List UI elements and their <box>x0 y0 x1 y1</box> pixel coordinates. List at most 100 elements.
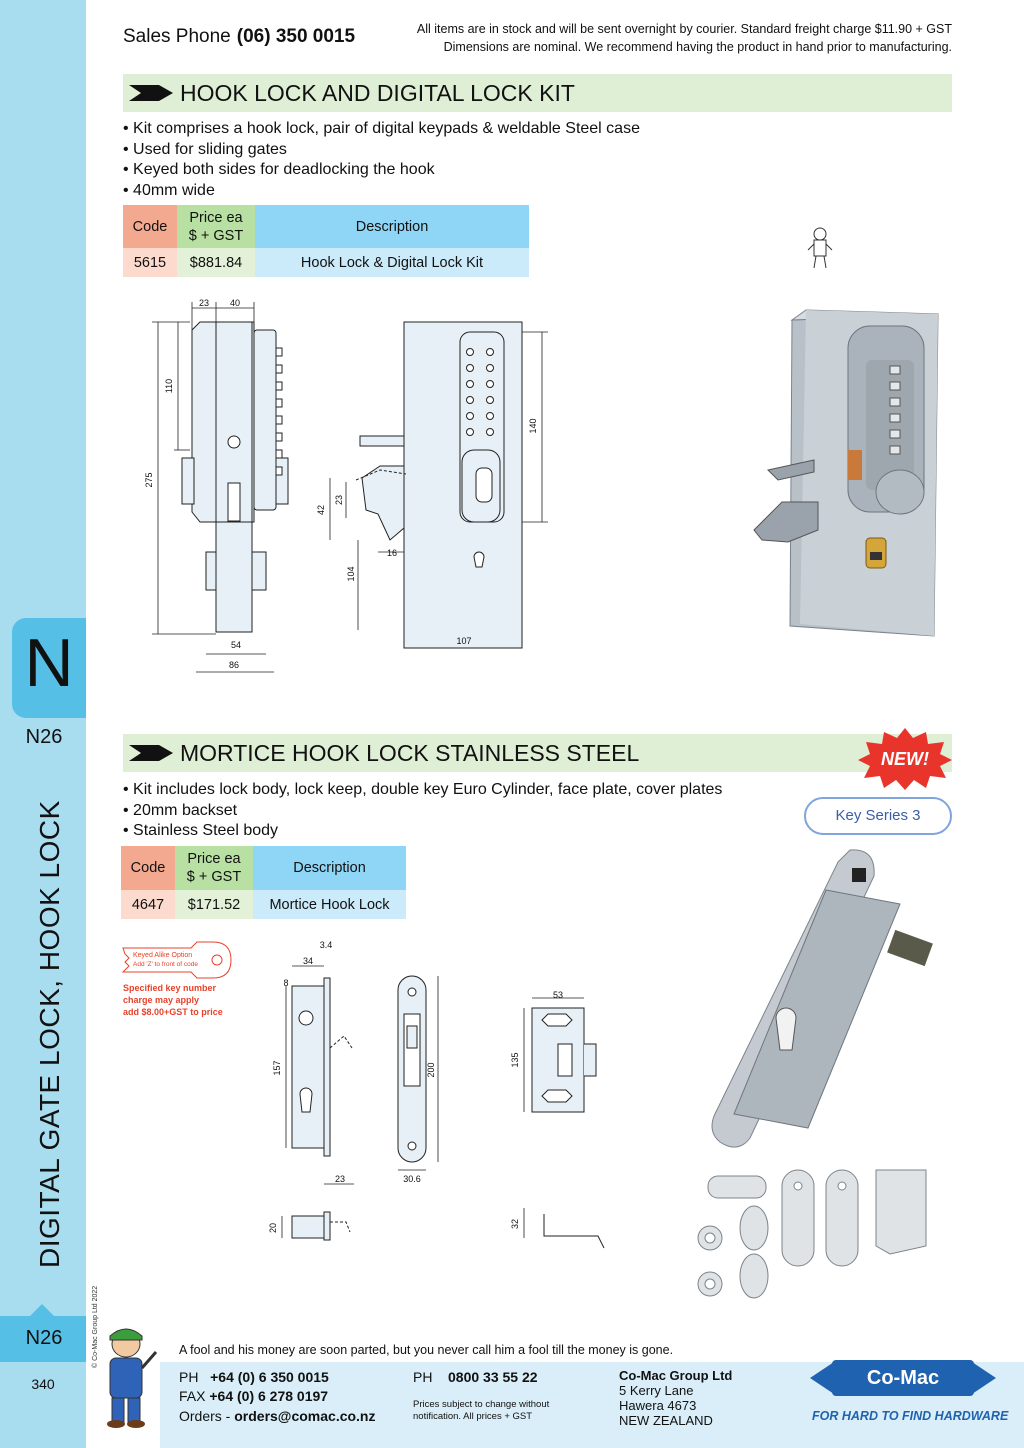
page-code-top: N26 <box>25 726 63 748</box>
svg-text:40: 40 <box>230 298 240 308</box>
header-notice: All items are in stock and will be sent … <box>416 22 952 54</box>
svg-text:275: 275 <box>144 472 154 487</box>
footer-phone: PH +64 (0) 6 350 0015 <box>179 1369 329 1385</box>
keypad-side-button <box>275 449 283 459</box>
keypad-button <box>466 412 474 420</box>
keypad-button <box>486 364 494 372</box>
svg-text:20: 20 <box>268 1223 278 1233</box>
svg-text:86: 86 <box>229 660 239 670</box>
svg-text:8: 8 <box>283 978 288 988</box>
footer-address: Co-Mac Group Ltd 5 Kerry Lane Hawera 467… <box>619 1368 733 1428</box>
svg-text:135: 135 <box>510 1052 520 1067</box>
keyed-number-note: Specified key number charge may apply ad… <box>123 983 223 1017</box>
column-header-code: Code <box>123 205 177 248</box>
column-header-code: Code <box>121 846 175 890</box>
bottom-tab <box>0 1304 86 1362</box>
cell-description: Hook Lock & Digital Lock Kit <box>255 248 529 277</box>
cell-price: $881.84 <box>177 248 255 277</box>
cell-code: 5615 <box>123 248 177 277</box>
cell-code: 4647 <box>121 890 175 919</box>
svg-text:53: 53 <box>553 990 563 1000</box>
sidebar <box>0 0 86 1448</box>
page-code-bottom: N26 <box>25 1327 63 1349</box>
keypad-button <box>466 348 474 356</box>
keypad-button <box>486 412 494 420</box>
comac-logo: Co-Mac <box>810 1360 996 1396</box>
svg-text:54: 54 <box>231 640 241 650</box>
section-letter: N <box>24 625 74 701</box>
price-table: Code Price ea$ + GST Description 5615 $8… <box>123 205 529 277</box>
key-series-badge: Key Series 3 <box>804 797 952 835</box>
mascot-icon <box>107 1328 158 1428</box>
cell-price: $171.52 <box>175 890 253 919</box>
svg-text:16: 16 <box>387 548 397 558</box>
svg-text:NEW!: NEW! <box>881 749 929 769</box>
keypad-button <box>466 364 474 372</box>
footer-orders: Orders - orders@comac.co.nz <box>179 1408 376 1424</box>
section-title: HOOK LOCK AND DIGITAL LOCK KIT <box>180 80 575 106</box>
keypad-button <box>486 428 494 436</box>
keypad-side-button <box>275 381 283 391</box>
section-header-mortice-hook-lock: MORTICE HOOK LOCK STAINLESS STEEL <box>123 734 952 772</box>
column-header-description: Description <box>255 205 529 248</box>
svg-text:42: 42 <box>316 505 326 515</box>
section-tab <box>12 618 86 718</box>
keypad-side-button <box>275 347 283 357</box>
column-header-description: Description <box>253 846 406 890</box>
new-badge: NEW! <box>858 728 952 790</box>
keypad-side-button <box>275 466 283 476</box>
hook-lock-kit-photo <box>753 309 939 637</box>
svg-text:23: 23 <box>335 1174 345 1184</box>
arrow-icon <box>129 745 173 761</box>
section-header-hook-lock-kit: HOOK LOCK AND DIGITAL LOCK KIT <box>123 74 952 112</box>
svg-text:Co-Mac: Co-Mac <box>867 1367 939 1389</box>
list-item: Kit includes lock body, lock keep, doubl… <box>123 780 722 801</box>
keypad-side-button <box>275 415 283 425</box>
keypad-button <box>466 380 474 388</box>
footer-freephone: PH 0800 33 55 22 <box>413 1369 538 1385</box>
table-row: 5615 $881.84 Hook Lock & Digital Lock Ki… <box>123 248 529 277</box>
svg-text:23: 23 <box>199 298 209 308</box>
svg-text:200: 200 <box>426 1062 436 1077</box>
svg-text:Keyed Alike Option: Keyed Alike Option <box>133 952 192 959</box>
keypad-button <box>486 396 494 404</box>
footer-quote: A fool and his money are soon parted, bu… <box>179 1343 674 1357</box>
mortice-lock-technical-drawing: 3.4 34 8 157 23 200 30.6 53 135 20 32 <box>268 940 605 1249</box>
brand-tagline: FOR HARD TO FIND HARDWARE <box>812 1409 1009 1423</box>
svg-text:110: 110 <box>164 379 174 393</box>
mascot-icon <box>807 227 833 269</box>
column-header-price: Price ea$ + GST <box>175 846 253 890</box>
keypad-button <box>486 348 494 356</box>
list-item: Used for sliding gates <box>123 140 640 161</box>
table-row: 4647 $171.52 Mortice Hook Lock <box>121 890 406 919</box>
svg-text:104: 104 <box>346 566 356 581</box>
keypad-button <box>466 428 474 436</box>
feature-list: Kit comprises a hook lock, pair of digit… <box>123 119 640 201</box>
svg-text:140: 140 <box>528 418 538 433</box>
column-header-price: Price ea$ + GST <box>177 205 255 248</box>
feature-list: Kit includes lock body, lock keep, doubl… <box>123 780 722 842</box>
list-item: Stainless Steel body <box>123 821 722 842</box>
keypad-button <box>486 380 494 388</box>
section-vertical-title: DIGITAL GATE LOCK, HOOK LOCK <box>34 800 65 1268</box>
svg-text:107: 107 <box>456 636 471 646</box>
section-title: MORTICE HOOK LOCK STAINLESS STEEL <box>180 740 640 766</box>
svg-text:23: 23 <box>334 495 344 505</box>
svg-text:30.6: 30.6 <box>403 1174 421 1184</box>
svg-text:32: 32 <box>510 1219 520 1229</box>
sales-phone: Sales Phone(06) 350 0015 <box>123 26 356 47</box>
footer-prices-note: Prices subject to change without notific… <box>413 1399 550 1422</box>
price-table: Code Price ea$ + GST Description 4647 $1… <box>121 846 406 919</box>
keypad-button <box>466 396 474 404</box>
list-item: Kit comprises a hook lock, pair of digit… <box>123 119 640 140</box>
keyed-alike-key-icon: Keyed Alike Option Add 'Z' to front of c… <box>121 941 232 979</box>
keypad-side-button <box>275 398 283 408</box>
arrow-icon <box>129 85 173 101</box>
keypad-side-button <box>275 432 283 442</box>
list-item: Keyed both sides for deadlocking the hoo… <box>123 160 640 181</box>
hook-lock-technical-drawing: 23 40 110 275 54 86 42 23 104 16 140 107 <box>144 298 548 673</box>
svg-text:34: 34 <box>303 956 313 966</box>
svg-text:Add 'Z' to front of code: Add 'Z' to front of code <box>133 961 198 968</box>
footer-fax: FAX +64 (0) 6 278 0197 <box>179 1388 329 1404</box>
list-item: 40mm wide <box>123 181 640 202</box>
